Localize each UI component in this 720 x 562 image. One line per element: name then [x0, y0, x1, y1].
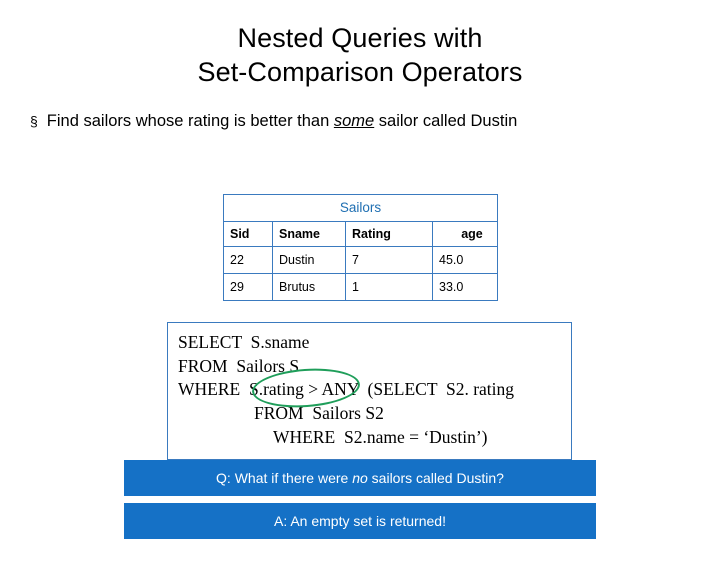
sailors-table: Sailors Sid Sname Rating age 22 Dustin 7… — [223, 194, 498, 301]
title-line-1: Nested Queries with — [237, 23, 483, 53]
column-header-age: age — [432, 222, 497, 247]
bullet-text-suffix: sailor called Dustin — [374, 111, 518, 130]
bullet-text: Find sailors whose rating is better than… — [47, 112, 517, 131]
bullet-text-emphasis: some — [333, 111, 375, 130]
sql-query-box: SELECT S.sname FROM Sailors S WHERE S.ra… — [167, 322, 572, 461]
sailors-table-caption: Sailors — [224, 195, 497, 222]
question-prefix: Q: What if there were — [216, 470, 353, 486]
bullet-text-prefix: Find sailors whose rating is better than — [46, 111, 334, 130]
table-row: 29 Brutus 1 33.0 — [224, 273, 497, 300]
sql-line-from: FROM Sailors S — [178, 355, 300, 376]
cell-rating: 1 — [345, 273, 433, 300]
question-text: Q: What if there were no sailors called … — [216, 470, 504, 486]
sql-line-subquery-from: FROM Sailors S2 — [254, 402, 384, 423]
answer-text: A: An empty set is returned! — [274, 513, 446, 529]
bullet-item: § Find sailors whose rating is better th… — [30, 112, 720, 131]
question-emphasis: no — [352, 470, 368, 486]
column-header-sname: Sname — [272, 222, 346, 247]
bullet-marker-icon: § — [30, 112, 38, 129]
page-title: Nested Queries with Set-Comparison Opera… — [40, 22, 680, 90]
table-header-row: Sid Sname Rating age — [224, 222, 497, 247]
answer-banner: A: An empty set is returned! — [124, 503, 596, 539]
title-line-2: Set-Comparison Operators — [197, 56, 523, 87]
question-suffix: sailors called Dustin? — [367, 470, 504, 486]
table-row: 22 Dustin 7 45.0 — [224, 246, 497, 274]
sql-line-where: WHERE S.rating > ANY (SELECT S2. rating — [178, 379, 515, 400]
cell-sname: Dustin — [272, 246, 346, 274]
cell-rating: 7 — [345, 246, 433, 274]
column-header-sid: Sid — [224, 222, 273, 247]
column-header-rating: Rating — [345, 222, 433, 247]
sql-line-subquery-where: WHERE S2.name = ‘Dustin’) — [273, 426, 488, 447]
cell-age: 33.0 — [439, 280, 464, 294]
cell-sname: Brutus — [272, 273, 346, 300]
cell-sid: 29 — [224, 273, 273, 300]
question-banner: Q: What if there were no sailors called … — [124, 460, 596, 496]
cell-sid: 22 — [224, 246, 273, 274]
sql-line-select: SELECT S.sname — [178, 332, 310, 352]
cell-age: 45.0 — [432, 246, 497, 274]
